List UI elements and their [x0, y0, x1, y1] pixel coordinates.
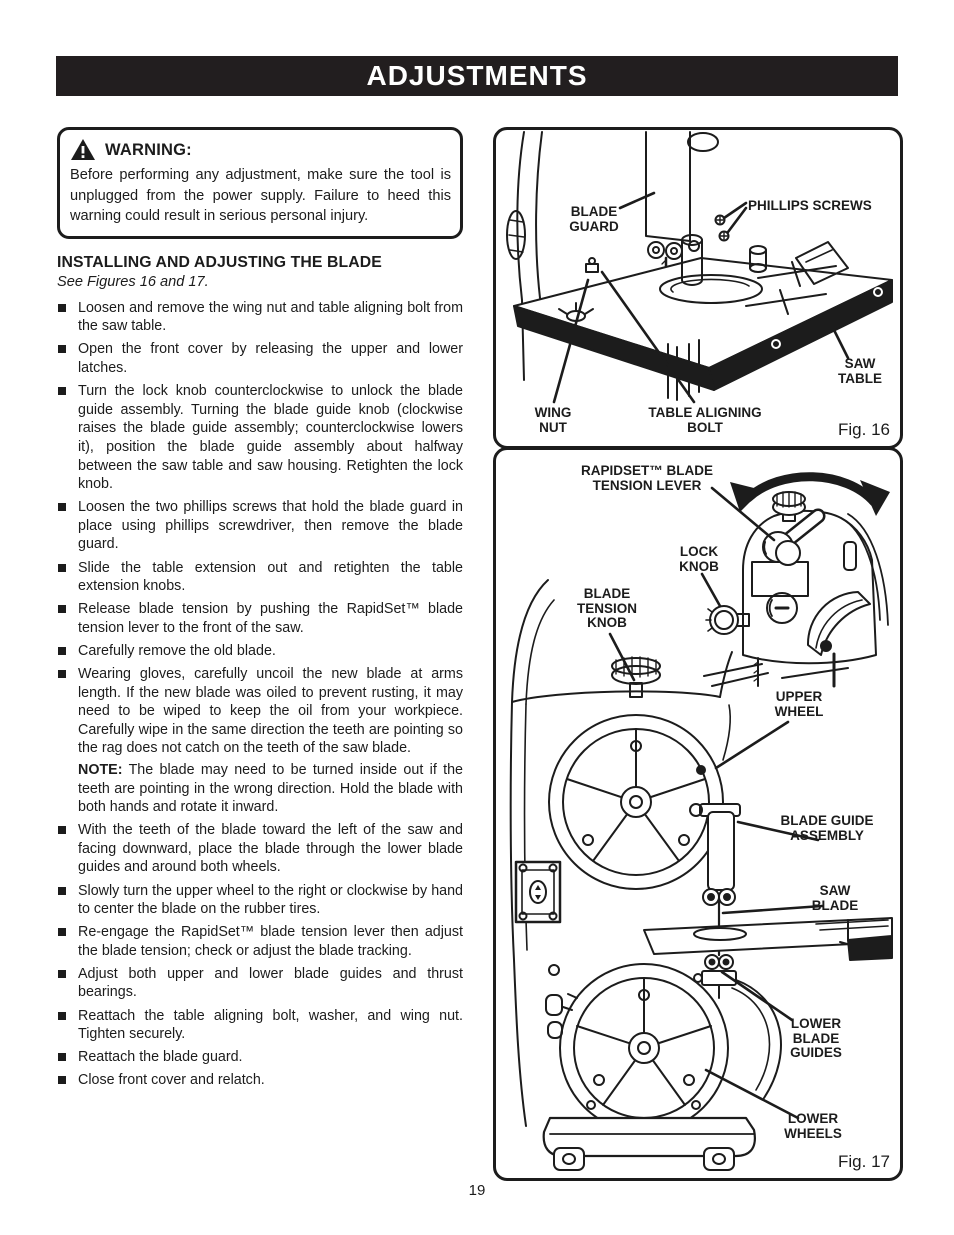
- list-item-text: Loosen the two phillips screws that hold…: [78, 499, 463, 553]
- list-item: Close front cover and relatch.: [57, 1071, 463, 1090]
- fig17-label-blade-tension-knob: BLADE TENSION KNOB: [576, 586, 637, 630]
- fig17-caption: Fig. 17: [838, 1152, 890, 1171]
- warning-text: Before performing any adjustment, make s…: [70, 167, 451, 225]
- list-item-text: Re-engage the RapidSet™ blade tension le…: [78, 924, 463, 959]
- fig17-label-lower-wheels: LOWER WHEELS: [784, 1111, 842, 1141]
- lower-wheel-drawing: [559, 963, 782, 1133]
- list-item-text: Open the front cover by releasing the up…: [78, 341, 463, 377]
- text-column: WARNING: Before performing any adjustmen…: [57, 127, 463, 1094]
- list-item-text: Adjust both upper and lower blade guides…: [78, 965, 463, 1001]
- fig16-label-wing-nut: WING NUT: [534, 405, 572, 435]
- list-item: Re-engage the RapidSet™ blade tension le…: [57, 923, 463, 960]
- blade-guide-assembly-drawing: [689, 803, 741, 906]
- phillips-screws-drawing: [714, 214, 730, 242]
- fig16-label-table-aligning-bolt: TABLE ALIGNING BOLT: [648, 405, 762, 435]
- figure-17-panel: RAPIDSET™ BLADE TENSION LEVER LOCK KNOB …: [493, 447, 903, 1181]
- list-item-text: With the teeth of the blade toward the l…: [78, 822, 463, 876]
- fig16-label-blade-guard: BLADE GUARD: [569, 204, 619, 234]
- fig17-label-blade-guide-assembly: BLADE GUIDE ASSEMBLY: [780, 813, 874, 843]
- fig16-leader-lines: [552, 191, 850, 404]
- fig17-label-lock-knob: LOCK KNOB: [679, 544, 719, 574]
- list-item-text: Close front cover and relatch.: [78, 1072, 265, 1089]
- section-heading: INSTALLING AND ADJUSTING THE BLADE: [57, 253, 382, 271]
- list-item: Reattach the table aligning bolt, washer…: [57, 1007, 463, 1044]
- fig16-label-saw-table: SAW TABLE: [838, 356, 882, 386]
- note-paragraph: NOTE: The blade may need to be turned in…: [78, 761, 463, 817]
- section-header-bar: ADJUSTMENTS: [56, 56, 898, 96]
- saw-table-drawing: [513, 234, 893, 391]
- list-item-text: Turn the lock knob counterclockwise to u…: [78, 383, 463, 493]
- fig16-label-phillips-screws: PHILLIPS SCREWS: [748, 198, 872, 213]
- saw-housing-edge: [506, 131, 543, 381]
- list-item: Slowly turn the upper wheel to the right…: [57, 882, 463, 919]
- list-item: Turn the lock knob counterclockwise to u…: [57, 382, 463, 494]
- list-item-text: Loosen and remove the wing nut and table…: [78, 299, 463, 335]
- blade-tension-knob-drawing: [611, 656, 661, 698]
- list-item-text: Reattach the table aligning bolt, washer…: [78, 1007, 463, 1043]
- saw-body-drawing: [509, 579, 733, 1127]
- table-drawing: [643, 917, 893, 961]
- fig16-drawing: [506, 131, 893, 404]
- fig17-drawing: [509, 472, 893, 1171]
- upper-wheel-drawing: [548, 714, 724, 890]
- fig17-leader-lines: [608, 486, 824, 1120]
- fig17-label-rapidset-blade-tension-lever: RAPIDSET™ BLADE TENSION LEVER: [580, 463, 713, 493]
- list-item-text: Slowly turn the upper wheel to the right…: [78, 882, 463, 918]
- note-text: The blade may need to be turned inside o…: [78, 761, 463, 816]
- warning-triangle-icon: [70, 138, 96, 162]
- fig17-label-lower-blade-guides: LOWER BLADE GUIDES: [790, 1016, 842, 1060]
- list-item: Loosen the two phillips screws that hold…: [57, 498, 463, 554]
- instruction-list: Loosen and remove the wing nut and table…: [57, 299, 463, 1090]
- list-item: Adjust both upper and lower blade guides…: [57, 965, 463, 1002]
- list-item: Wearing gloves, carefully uncoil the new…: [57, 665, 463, 817]
- page-title: ADJUSTMENTS: [366, 60, 588, 91]
- list-item: With the teeth of the blade toward the l…: [57, 821, 463, 877]
- note-label: NOTE:: [78, 761, 123, 778]
- blade-guard-drawing: [645, 131, 719, 260]
- warning-title: WARNING:: [105, 140, 192, 159]
- figure-16-panel: BLADE GUARD PHILLIPS SCREWS SAW TABLE WI…: [493, 127, 903, 449]
- list-item-text: Carefully remove the old blade.: [78, 642, 276, 659]
- switch-panel-drawing: [514, 860, 563, 1039]
- fig16-caption: Fig. 16: [838, 420, 890, 439]
- page-number: 19: [468, 1182, 486, 1199]
- warning-box: WARNING: Before performing any adjustmen…: [57, 127, 463, 239]
- base-drawing: [542, 1100, 756, 1171]
- list-item: Slide the table extension out and retigh…: [57, 559, 463, 596]
- stand-legs-drawing: [667, 339, 700, 401]
- list-item: Loosen and remove the wing nut and table…: [57, 299, 463, 336]
- list-item-text: Release blade tension by pushing the Rap…: [78, 601, 463, 636]
- list-item: Open the front cover by releasing the up…: [57, 340, 463, 377]
- list-item: Carefully remove the old blade.: [57, 642, 463, 661]
- list-item: Release blade tension by pushing the Rap…: [57, 600, 463, 637]
- fig17-label-saw-blade: SAW BLADE: [811, 883, 859, 913]
- list-item-text: Reattach the blade guard.: [78, 1049, 243, 1066]
- list-item: Reattach the blade guard.: [57, 1048, 463, 1067]
- fig17-label-upper-wheel: UPPER WHEEL: [774, 689, 824, 719]
- warning-header: WARNING:: [70, 137, 451, 163]
- saw-head-inset-drawing: [703, 472, 890, 688]
- list-item-text: Wearing gloves, carefully uncoil the new…: [78, 665, 463, 757]
- list-item-text: Slide the table extension out and retigh…: [78, 559, 463, 595]
- section-subheading: See Figures 16 and 17.: [57, 273, 209, 290]
